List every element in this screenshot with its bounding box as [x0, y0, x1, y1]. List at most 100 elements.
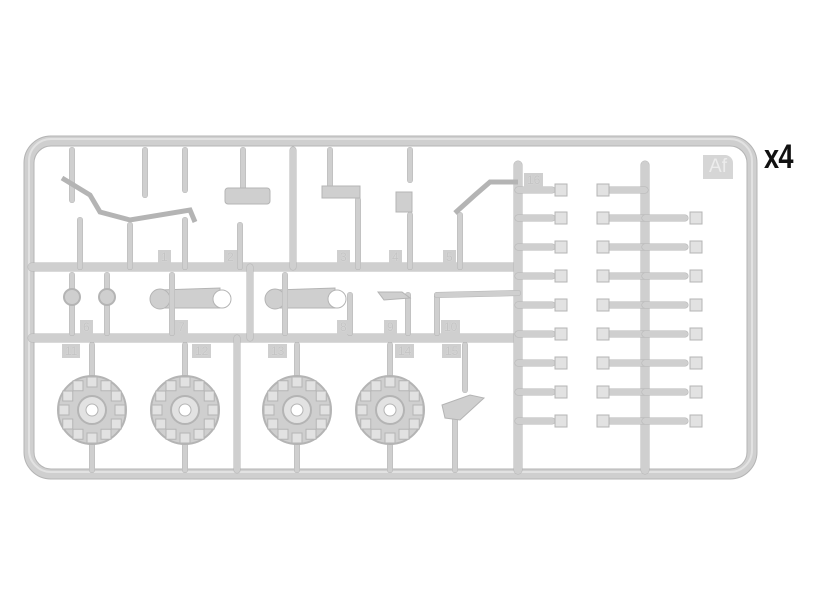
wheel-tooth: [86, 432, 98, 444]
wheel-tooth: [100, 428, 112, 440]
part-1: [60, 175, 198, 223]
wheel-tooth: [408, 418, 420, 430]
wheel-tooth: [291, 376, 303, 388]
part-15: [441, 394, 486, 421]
part-number-tag: 3: [337, 250, 350, 264]
wheel-tooth: [398, 380, 410, 392]
wheel-tooth: [110, 390, 122, 402]
connector-part: [554, 414, 568, 428]
quantity-label: x4: [764, 138, 793, 176]
wheel-tooth: [203, 418, 215, 430]
part-number-tag: 10: [441, 320, 461, 334]
wheel-tooth: [179, 376, 191, 388]
part-10-face: [434, 290, 521, 298]
wheel-tooth: [207, 404, 219, 416]
wheel-tooth: [291, 432, 303, 444]
wheel-tooth: [72, 428, 84, 440]
connector-part: [554, 327, 568, 341]
wheel-tooth: [72, 380, 84, 392]
sprue-letter-tag: Af: [703, 155, 733, 179]
wheel-tooth: [86, 376, 98, 388]
part-number-tag: 7: [175, 320, 188, 334]
wheel-tooth: [203, 390, 215, 402]
connector-part: [596, 385, 610, 399]
part-arm-end-0: [149, 288, 171, 310]
wheel-tooth: [319, 404, 331, 416]
wheel-tooth: [114, 404, 126, 416]
connector-part: [554, 298, 568, 312]
wheel-tooth: [315, 390, 327, 402]
wheel-tooth: [277, 380, 289, 392]
connector-part: [596, 327, 610, 341]
connector-part: [596, 356, 610, 370]
connector-part: [689, 240, 703, 254]
part-number-tag: 12: [192, 344, 212, 358]
wheel-tooth: [62, 418, 74, 430]
wheel-tooth: [263, 404, 275, 416]
wheel-hole: [85, 403, 99, 417]
part-number-tag: 15: [442, 344, 462, 358]
wheel-tooth: [193, 428, 205, 440]
part-number-tag: 16: [524, 173, 544, 187]
part-number-tag: 9: [384, 320, 397, 334]
part-number-tag: 5: [443, 250, 456, 264]
connector-part: [554, 183, 568, 197]
wheel-hole: [290, 403, 304, 417]
part-number-tag: 8: [337, 320, 350, 334]
connector-part: [689, 385, 703, 399]
part-9: [377, 291, 412, 301]
connector-part: [689, 356, 703, 370]
connector-part: [554, 269, 568, 283]
connector-part: [689, 298, 703, 312]
part-6b: [98, 288, 116, 306]
part-2: [224, 187, 271, 205]
connector-part: [554, 240, 568, 254]
wheel-tooth: [100, 380, 112, 392]
wheel-tooth: [155, 418, 167, 430]
connector-part: [554, 356, 568, 370]
part-number-tag: 11: [62, 344, 81, 358]
wheel-tooth: [58, 404, 70, 416]
wheel-tooth: [384, 376, 396, 388]
wheel-tooth: [412, 404, 424, 416]
wheel-tooth: [360, 418, 372, 430]
wheel-tooth: [305, 428, 317, 440]
connector-part: [596, 269, 610, 283]
connector-part: [596, 183, 610, 197]
connector-part: [554, 385, 568, 399]
wheel-tooth: [384, 432, 396, 444]
connector-part: [689, 327, 703, 341]
part-number-tag: 4: [389, 250, 402, 264]
wheel-tooth: [370, 380, 382, 392]
wheel-tooth: [62, 390, 74, 402]
wheel-tooth: [315, 418, 327, 430]
part-number-tag: 6: [80, 320, 93, 334]
wheel-tooth: [267, 390, 279, 402]
wheel-tooth: [408, 390, 420, 402]
wheel-tooth: [165, 380, 177, 392]
connector-part: [596, 414, 610, 428]
part-number-tag: 13: [268, 344, 288, 358]
connector-part: [596, 211, 610, 225]
wheel-tooth: [155, 390, 167, 402]
wheel-tooth: [267, 418, 279, 430]
wheel-tooth: [356, 404, 368, 416]
wheel-tooth: [110, 418, 122, 430]
part-arm-hole-0: [212, 289, 232, 309]
part-3: [321, 185, 361, 199]
part-number-tag: 1: [158, 250, 171, 264]
wheel-tooth: [398, 428, 410, 440]
wheel-tooth: [360, 390, 372, 402]
wheel-tooth: [193, 380, 205, 392]
part-number-tag: 14: [395, 344, 415, 358]
connector-part: [596, 298, 610, 312]
part-6a: [63, 288, 81, 306]
wheel-tooth: [179, 432, 191, 444]
wheel-tooth: [370, 428, 382, 440]
wheel-hole: [178, 403, 192, 417]
part-arm-hole-1: [327, 289, 347, 309]
part-5: [453, 179, 518, 215]
wheel-tooth: [305, 380, 317, 392]
connector-part: [554, 211, 568, 225]
connector-part: [689, 211, 703, 225]
